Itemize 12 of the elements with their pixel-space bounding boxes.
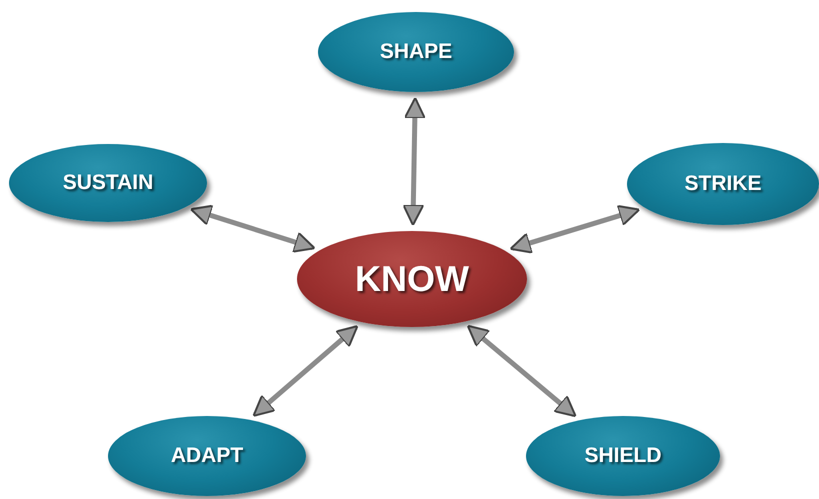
- node-label: SHIELD: [584, 444, 662, 468]
- double-arrow: [510, 204, 640, 254]
- double-arrow: [402, 97, 426, 226]
- double-arrow: [252, 325, 358, 417]
- node-label: SUSTAIN: [62, 171, 154, 195]
- double-arrow: [190, 204, 316, 253]
- node-label: KNOW: [355, 258, 469, 300]
- node-label: ADAPT: [170, 444, 244, 468]
- double-arrow: [466, 324, 577, 418]
- ellipse-node: [297, 231, 527, 327]
- node-label: STRIKE: [684, 172, 762, 196]
- node-label: SHAPE: [380, 40, 452, 64]
